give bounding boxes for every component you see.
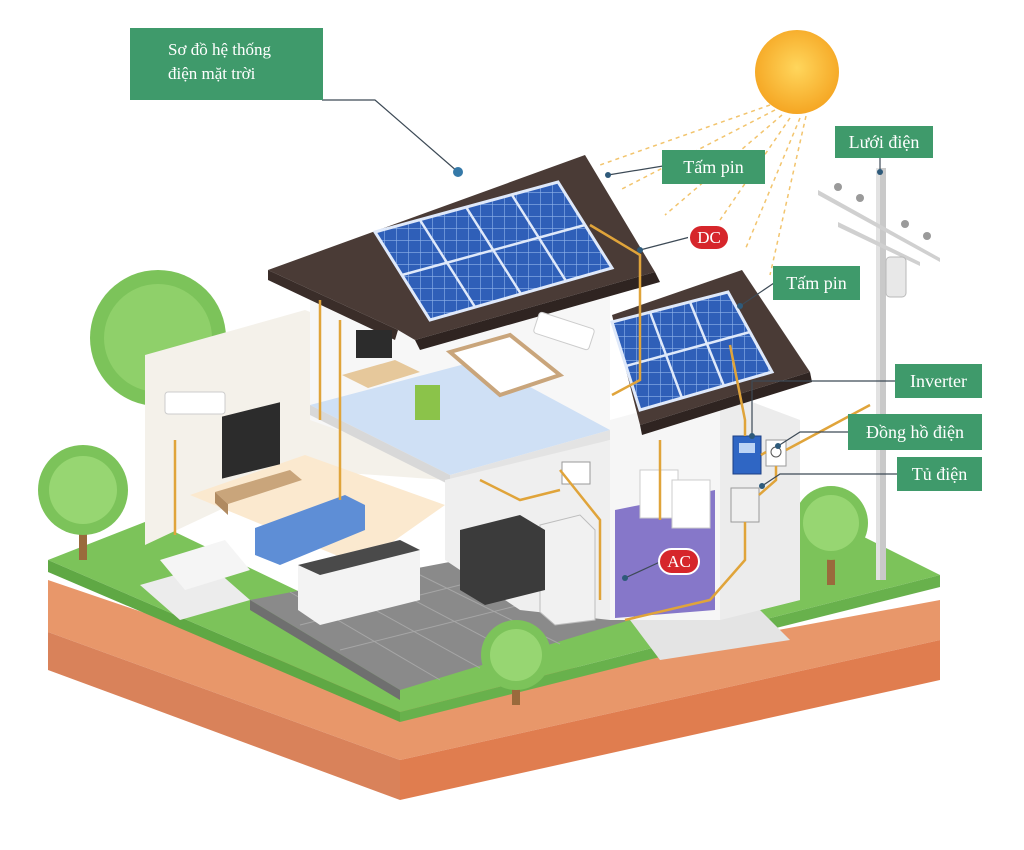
dc-badge: DC: [688, 224, 730, 251]
tree-center: [481, 620, 551, 705]
solar-panel-main: [372, 180, 615, 322]
title-line-1: Sơ đồ hệ thống: [168, 40, 271, 59]
label-panel-secondary: Tấm pin: [773, 266, 860, 300]
tree-right: [794, 486, 868, 585]
ac-badge: AC: [658, 548, 700, 575]
utility-pole: [818, 168, 940, 580]
label-grid: Lưới điện: [835, 126, 933, 158]
diagram-title: Sơ đồ hệ thống điện mặt trời: [130, 28, 323, 100]
label-inverter: Inverter: [895, 364, 982, 398]
furniture: [164, 311, 711, 626]
label-cabinet: Tủ điện: [897, 457, 982, 491]
solar-panel-secondary: [610, 290, 775, 412]
cabinet-device: [730, 487, 760, 523]
inverter-device: [732, 435, 762, 475]
title-line-2: điện mặt trời: [168, 64, 256, 83]
wiring: [173, 223, 871, 622]
leader-dots: [453, 167, 883, 581]
sun-icon: [599, 30, 839, 276]
label-meter: Đồng hồ điện: [848, 414, 982, 450]
label-panel-main: Tấm pin: [662, 150, 765, 184]
tree-left-front: [38, 445, 128, 560]
leader-lines: [322, 99, 897, 579]
